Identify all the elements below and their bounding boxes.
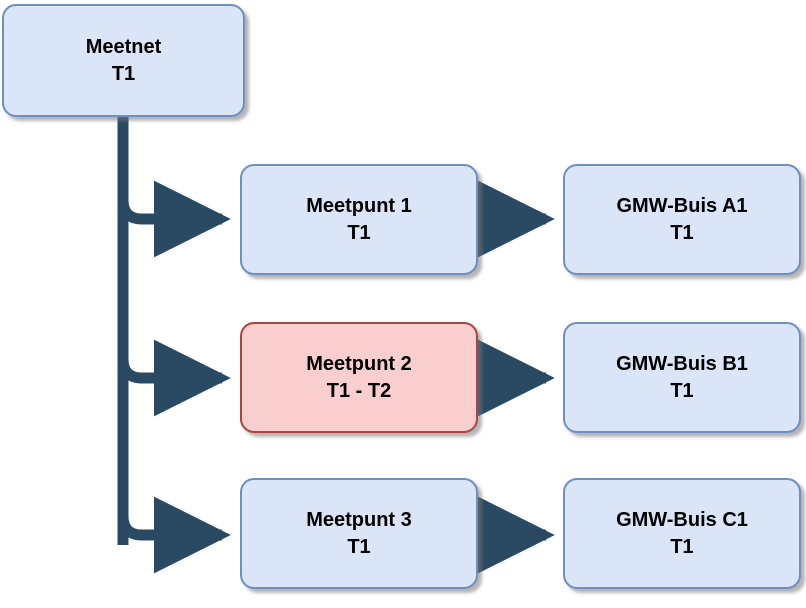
node-gmw-buis-b1-label-line2: T1 [670, 379, 694, 402]
node-meetnet-label-line1: Meetnet [85, 36, 162, 59]
node-gmw-buis-b1[interactable]: GMW-Buis B1 T1 [563, 322, 801, 433]
node-gmw-buis-c1-label-line1: GMW-Buis C1 [616, 509, 748, 532]
node-meetpunt-1[interactable]: Meetpunt 1 T1 [240, 164, 478, 275]
node-gmw-buis-a1-label-line2: T1 [670, 221, 694, 244]
node-meetpunt-3-label-line1: Meetpunt 3 [306, 509, 412, 532]
node-meetpunt-2-label-line1: Meetpunt 2 [306, 353, 412, 376]
edge-meetnet-to-meetpunt-1 [117, 180, 231, 258]
root-node-meetnet[interactable]: Meetnet T1 [2, 4, 245, 117]
node-gmw-buis-a1-label-line1: GMW-Buis A1 [616, 195, 748, 218]
node-gmw-buis-c1-label-line2: T1 [670, 535, 694, 558]
node-meetpunt-1-label-line2: T1 [347, 221, 371, 244]
node-gmw-buis-a1[interactable]: GMW-Buis A1 T1 [563, 164, 801, 275]
node-meetpunt-1-label-line1: Meetpunt 1 [306, 195, 412, 218]
node-gmw-buis-c1[interactable]: GMW-Buis C1 T1 [563, 478, 801, 589]
node-meetpunt-2[interactable]: Meetpunt 2 T1 - T2 [240, 322, 478, 433]
node-meetpunt-3-label-line2: T1 [347, 535, 371, 558]
node-meetpunt-3[interactable]: Meetpunt 3 T1 [240, 478, 478, 589]
node-meetpunt-2-label-line2: T1 - T2 [326, 379, 392, 402]
edge-meetnet-to-meetpunt-3 [117, 496, 231, 574]
node-meetnet-label-line2: T1 [111, 62, 136, 85]
edge-meetnet-to-meetpunt-2 [117, 339, 231, 417]
node-gmw-buis-b1-label-line1: GMW-Buis B1 [616, 353, 748, 376]
